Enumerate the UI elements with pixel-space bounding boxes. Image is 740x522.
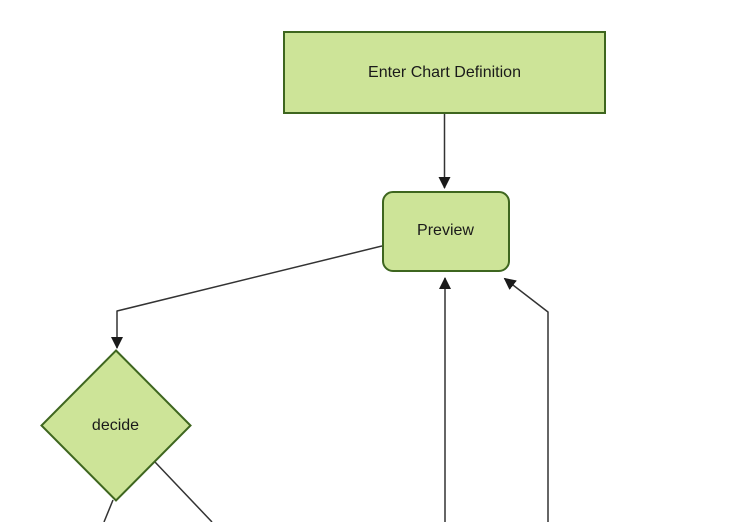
edge-decide-to-offscreen-bottom-right [154,461,213,522]
edge-preview-to-decide [111,245,383,349]
node-enter-chart-definition-shape [283,31,606,114]
edge-offscreen-bottom-right-to-preview [503,277,549,522]
node-preview-shape [382,191,510,272]
edge-decide-to-offscreen-bottom-left [103,499,114,522]
node-decide-shape [40,349,192,502]
